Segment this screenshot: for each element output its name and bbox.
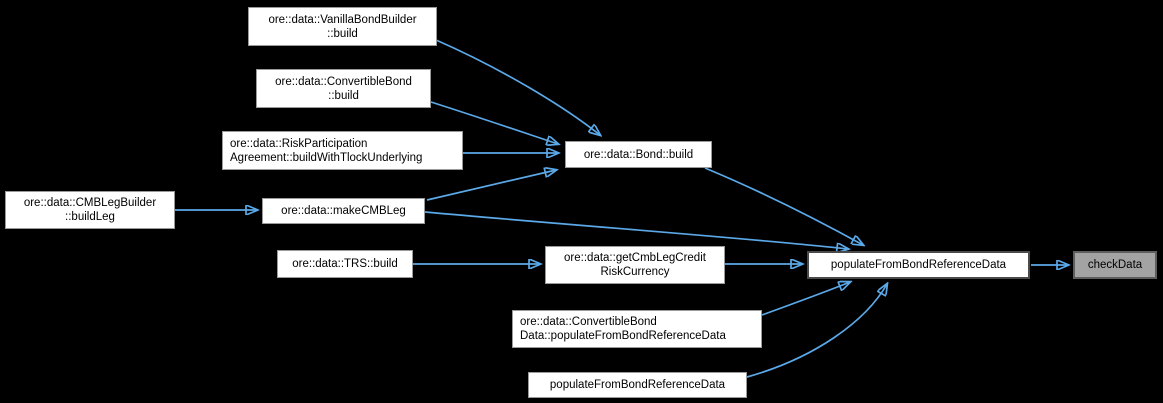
edge-bond-build-to-populate [704,167,863,245]
edge-make-cmb-leg-to-populate [424,211,848,249]
node-convertible-bond-build[interactable]: ore::data::ConvertibleBond ::build [256,69,431,108]
node-get-cmb-leg-credit-risk-currency[interactable]: ore::data::getCmbLegCredit RiskCurrency [545,246,725,284]
node-convertible-bond-data-populate-from-bond-reference-data[interactable]: ore::data::ConvertibleBond Data::populat… [512,310,762,348]
node-cmb-leg-builder-build-leg[interactable]: ore::data::CMBLegBuilder ::buildLeg [5,191,175,229]
node-make-cmb-leg[interactable]: ore::data::makeCMBLeg [262,198,425,224]
edge-populate-free-to-populate [746,284,887,378]
node-risk-participation-agreement-build-with-tlock-underlying[interactable]: ore::data::RiskParticipation Agreement::… [222,131,463,170]
edge-convertible-bond-to-bond-build [430,101,558,144]
node-trs-build[interactable]: ore::data::TRS::build [277,250,413,278]
node-vanilla-bond-builder-build[interactable]: ore::data::VanillaBondBuilder ::build [248,7,437,46]
edge-convertible-bond-data-to-populate [761,282,850,316]
node-bond-build[interactable]: ore::data::Bond::build [565,141,712,168]
node-populate-from-bond-reference-data-free[interactable]: populateFromBondReferenceData [528,372,747,398]
node-populate-from-bond-reference-data[interactable]: populateFromBondReferenceData [807,251,1030,279]
node-check-data[interactable]: checkData [1073,251,1157,279]
edge-vanilla-bond-builder-to-bond-build [435,39,600,135]
edge-make-cmb-leg-to-bond-build [426,170,556,201]
